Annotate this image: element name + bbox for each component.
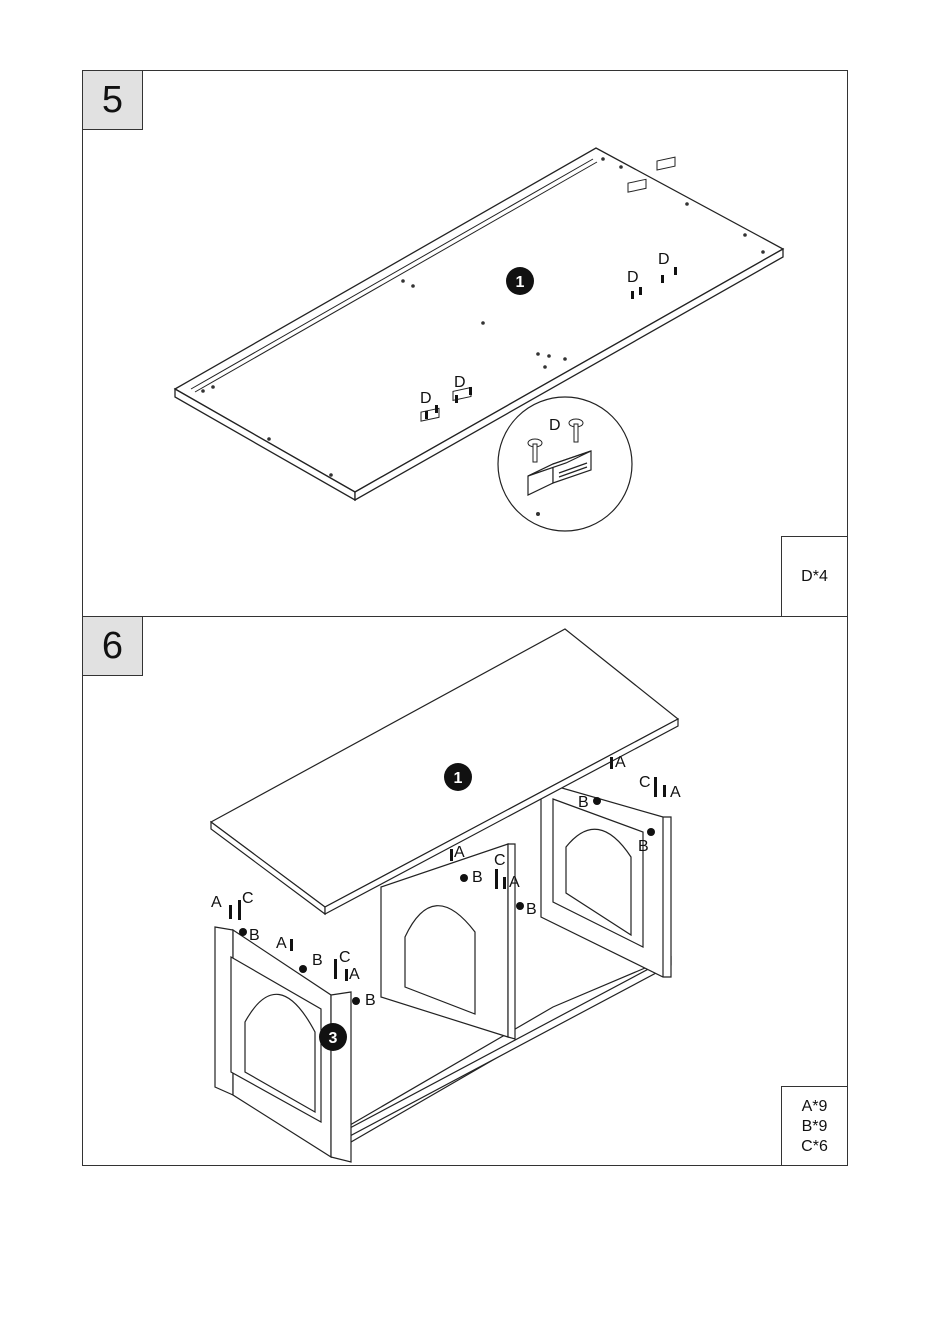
hardware-b-label: B — [638, 838, 649, 855]
fastener-d-label: D — [454, 374, 466, 391]
part-3-badge: 3 — [319, 1023, 347, 1051]
board-panel-1 — [175, 148, 783, 500]
hardware-b-label: B — [249, 927, 260, 944]
right-side-panel — [541, 782, 671, 977]
detail-zoom-circle: D — [498, 397, 632, 531]
parts-list: D*4 — [781, 536, 847, 616]
part-1-label: 1 — [516, 274, 525, 291]
hardware-b-label: B — [365, 992, 376, 1009]
hardware-c-label: C — [639, 774, 651, 791]
step-5-panel: 5 1 — [82, 70, 848, 617]
hardware-a-label: A — [509, 874, 520, 891]
hardware-a-label: A — [454, 844, 465, 861]
step-5-illustration: 1 D D D D — [83, 71, 849, 618]
page-bottom-edge — [0, 1318, 933, 1324]
parts-item: B*9 — [782, 1117, 847, 1137]
hardware-c-label: C — [242, 890, 254, 907]
hardware-c-label: C — [339, 949, 351, 966]
hardware-c-label: C — [494, 852, 506, 869]
hardware-b-label: B — [578, 794, 589, 811]
fastener-d-label: D — [420, 390, 432, 407]
part-3-label: 3 — [329, 1030, 338, 1047]
part-1-label: 1 — [454, 770, 463, 787]
parts-item: C*6 — [782, 1137, 847, 1157]
detail-d-label: D — [549, 417, 561, 434]
step-6-illustration: 1 3 A C — [83, 617, 849, 1167]
part-1-badge: 1 — [506, 267, 534, 295]
hardware-b-label: B — [312, 952, 323, 969]
parts-item: D*4 — [782, 567, 847, 587]
parts-item: A*9 — [782, 1097, 847, 1117]
hardware-a-label: A — [615, 754, 626, 771]
part-1-badge: 1 — [444, 763, 472, 791]
parts-list: A*9 B*9 C*6 — [781, 1086, 847, 1165]
fastener-d-label: D — [658, 251, 670, 268]
hardware-a-label: A — [670, 784, 681, 801]
hardware-a-label: A — [349, 966, 360, 983]
hardware-a-label: A — [211, 894, 222, 911]
step-6-panel: 6 1 — [82, 616, 848, 1166]
fastener-d-label: D — [627, 269, 639, 286]
hardware-b-label: B — [526, 901, 537, 918]
hardware-a-label: A — [276, 935, 287, 952]
hardware-b-label: B — [472, 869, 483, 886]
